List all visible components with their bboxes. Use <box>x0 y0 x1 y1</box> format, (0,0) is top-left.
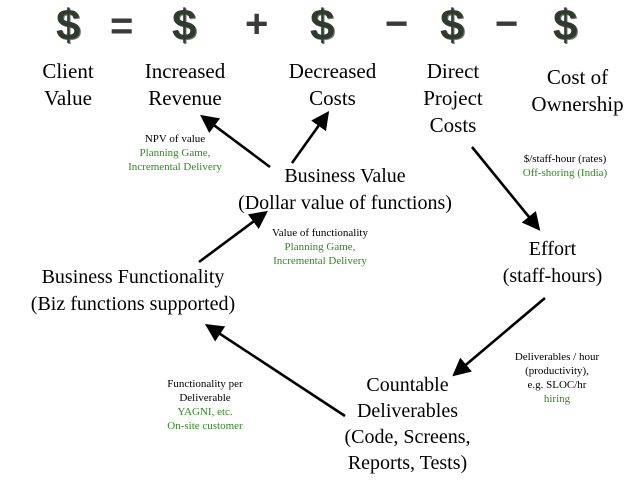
arrow-business-functionality-to-business-value <box>198 210 268 264</box>
node-business-functionality: Business Functionality (Biz functions su… <box>30 266 236 315</box>
annotation-npv: NPV of value Planning Game, Incremental … <box>128 133 222 173</box>
dollar-sign-increased-revenue: $ <box>172 1 197 50</box>
term-cost-of-ownership: Cost of Ownership <box>531 65 624 116</box>
arrow-business-value-to-decreased-costs <box>290 111 330 164</box>
dollar-sign-decreased-costs: $ <box>310 1 335 50</box>
dollar-sign-direct-costs: $ <box>440 1 465 50</box>
arrow-effort-to-countable-deliverables <box>452 297 546 377</box>
term-client-value: Client Value <box>42 59 94 110</box>
arrow-business-value-to-increased-revenue <box>200 114 271 169</box>
node-countable-deliverables: Countable Deliverables (Code, Screens, R… <box>344 374 471 474</box>
node-effort: Effort (staff-hours) <box>502 238 603 287</box>
equals-sign: = <box>110 4 134 48</box>
dollar-sign-cost-of-ownership: $ <box>553 1 578 50</box>
arrow-direct-costs-to-effort <box>470 146 541 231</box>
annotation-functionality-per-deliverable: Functionality per Deliverable YAGNI, etc… <box>167 378 243 432</box>
annotation-productivity: Deliverables / hour (productivity), e.g.… <box>514 351 600 405</box>
term-increased-revenue: Increased Revenue <box>144 59 226 110</box>
dollar-sign-client-value: $ <box>56 1 81 50</box>
arrow-countable-deliverables-to-business-functionality <box>204 324 346 418</box>
node-business-value: Business Value (Dollar value of function… <box>238 165 452 214</box>
minus-sign-2: − <box>495 2 519 46</box>
term-direct-project-costs: Direct Project Costs <box>423 59 483 137</box>
annotation-functionality-value: Value of functionality Planning Game, In… <box>272 227 368 267</box>
annotation-rates: $/staff-hour (rates) Off-shoring (India) <box>522 153 608 179</box>
term-decreased-costs: Decreased Costs <box>288 59 377 110</box>
plus-sign: + <box>245 2 269 46</box>
minus-sign-1: − <box>385 2 409 46</box>
